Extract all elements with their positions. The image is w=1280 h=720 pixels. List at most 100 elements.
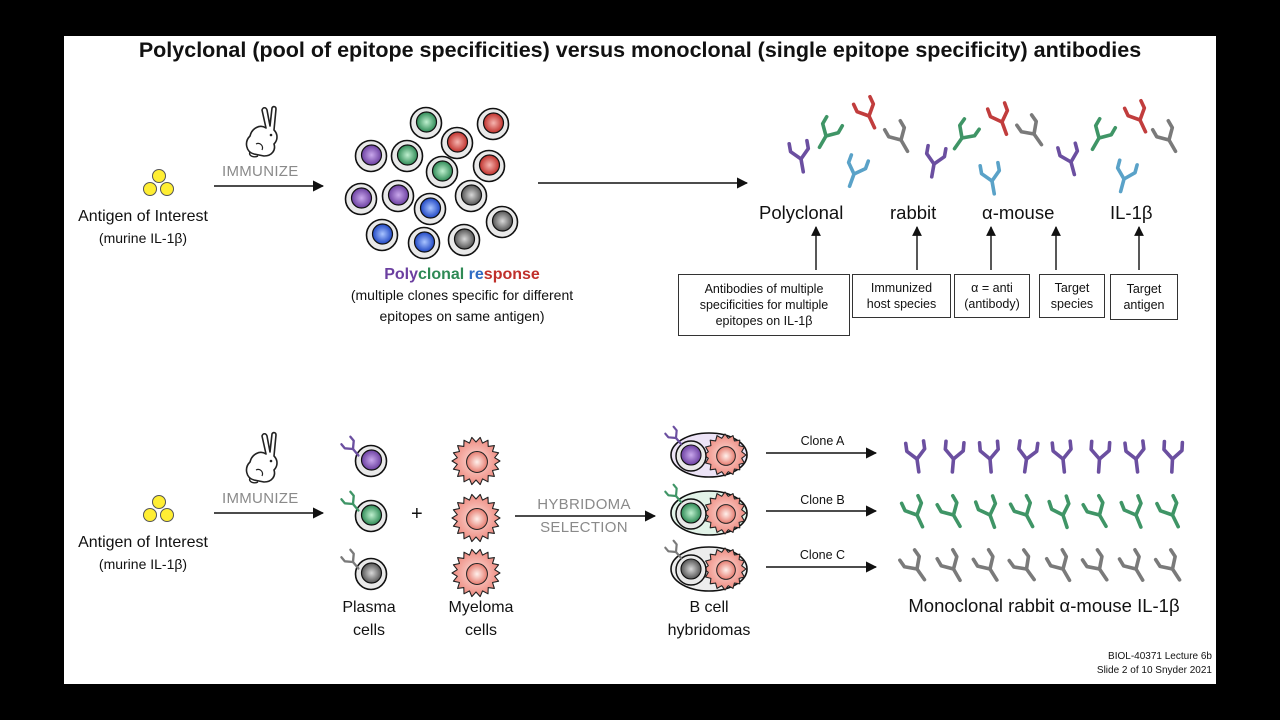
antibody (846, 153, 871, 189)
antibody (978, 160, 1002, 196)
clone-cell-red (476, 107, 510, 141)
plasma-cell-purple (340, 435, 388, 478)
clone-cell-blue (407, 226, 441, 260)
myeloma-cell (451, 436, 501, 486)
clone-cell-green (425, 155, 459, 189)
hybridoma-label-line1: HYBRIDOMA (537, 496, 631, 513)
clone-cell-gray (485, 205, 519, 239)
monoclonal-antibody (1155, 493, 1180, 529)
bcell-label-line2: hybridomas (667, 622, 751, 639)
monoclonal-antibody (1007, 548, 1036, 582)
antibody (1090, 116, 1118, 152)
monoclonal-antibody (1119, 494, 1143, 529)
slide: Polyclonal (pool of epitope specificitie… (64, 36, 1216, 684)
name-word-il1b: IL-1β (1110, 202, 1153, 223)
surface-antibody (664, 483, 683, 504)
clone-cell-purple (344, 182, 378, 216)
name-word-polyclonal: Polyclonal (759, 202, 844, 223)
antigen-sub-bottom: (murine IL-1β) (98, 556, 188, 572)
plasma-cell-green (340, 490, 388, 533)
b-cell-hybridomas (664, 425, 748, 592)
monoclonal-antibody (899, 493, 925, 529)
clone-cell-purple (381, 179, 415, 213)
plasma-cell-body (354, 557, 388, 591)
rabbit-icon-bottom (245, 431, 278, 484)
monoclonal-antibodies (898, 439, 1185, 583)
plus-sign: + (411, 503, 423, 525)
clone-c-label: Clone C (799, 548, 846, 562)
plasma-label-line1: Plasma (342, 599, 396, 616)
monoclonal-antibody (1008, 493, 1035, 529)
antibody (985, 101, 1010, 137)
monoclonal-antibody (903, 439, 927, 474)
name-word-alpha-mouse: α-mouse (982, 202, 1055, 223)
myeloma-label-line1: Myeloma (448, 599, 514, 616)
clone-cell-red (472, 149, 506, 183)
surface-antibody (340, 548, 360, 570)
antibody (1150, 118, 1178, 154)
monoclonal-antibody (973, 494, 998, 530)
clone-cell-gray (447, 223, 481, 257)
hybridoma-gray (664, 539, 748, 592)
monoclonal-antibody (1080, 548, 1109, 582)
monoclonal-antibody (943, 439, 966, 474)
hybridoma-green (664, 483, 748, 536)
box-alpha-anti: α = anti(antibody) (954, 274, 1030, 318)
monoclonal-antibody (935, 493, 962, 529)
clone-cell-blue (365, 218, 399, 252)
immunize-label-bottom: IMMUNIZE (222, 490, 299, 507)
name-word-rabbit: rabbit (890, 202, 937, 223)
monoclonal-antibody (1047, 494, 1071, 530)
surface-antibody (340, 435, 360, 457)
clone-cell-green (409, 106, 443, 140)
surface-antibody (664, 539, 683, 560)
footer-line1: BIOL-40371 Lecture 6b (1108, 651, 1212, 662)
slide-title: Polyclonal (pool of epitope specificitie… (138, 38, 1142, 62)
hybridoma-label-line2: SELECTION (540, 519, 628, 536)
myeloma-label-line2: cells (464, 622, 497, 639)
monoclonal-antibody (1123, 439, 1146, 474)
antibody (851, 94, 877, 130)
rabbit-icon-top (245, 105, 278, 158)
clone-a-label: Clone A (800, 434, 845, 448)
monoclonal-antibody (977, 439, 1000, 474)
monoclonal-antibody (935, 547, 962, 583)
clone-cell-purple (354, 139, 388, 173)
monoclonal-antibody (1153, 548, 1182, 582)
plasma-cells (340, 435, 388, 591)
plasma-cell-body (354, 499, 388, 533)
hybridoma-purple (664, 425, 748, 478)
clone-cell-gray (454, 179, 488, 213)
polyclonal-antibodies (787, 94, 1178, 196)
myeloma-cell (451, 493, 501, 543)
antibody (952, 117, 981, 151)
clone-cell-red (440, 126, 474, 160)
antibody (924, 143, 948, 179)
plasma-cell-gray (340, 548, 388, 591)
polyclonal-response-label: Polyclonal response (384, 266, 540, 283)
footer-line2: Slide 2 of 10 Snyder 2021 (1096, 665, 1212, 676)
monoclonal-antibody (898, 548, 927, 582)
antigen-icon-bottom (143, 495, 174, 522)
bcell-label-line1: B cell (689, 599, 729, 616)
clone-cell-green (390, 139, 424, 173)
antibody (1115, 158, 1139, 194)
response-desc-line2: epitopes on same antigen) (379, 308, 545, 324)
plasma-cell-body (354, 444, 388, 478)
monoclonal-antibody (1050, 439, 1073, 474)
myeloma-cells (451, 436, 501, 598)
monoclonal-antibody (1044, 547, 1072, 583)
myeloma-cell (451, 548, 501, 598)
antigen-sub-top: (murine IL-1β) (98, 230, 188, 246)
monoclonal-antibody (1017, 439, 1040, 474)
response-desc-line1: (multiple clones specific for different (350, 287, 574, 303)
polyclonal-cell-cluster (344, 106, 519, 260)
name-part-arrows (811, 226, 1144, 270)
diagram-art (143, 94, 1185, 598)
plasma-label-line2: cells (352, 622, 385, 639)
antibody (787, 138, 811, 174)
